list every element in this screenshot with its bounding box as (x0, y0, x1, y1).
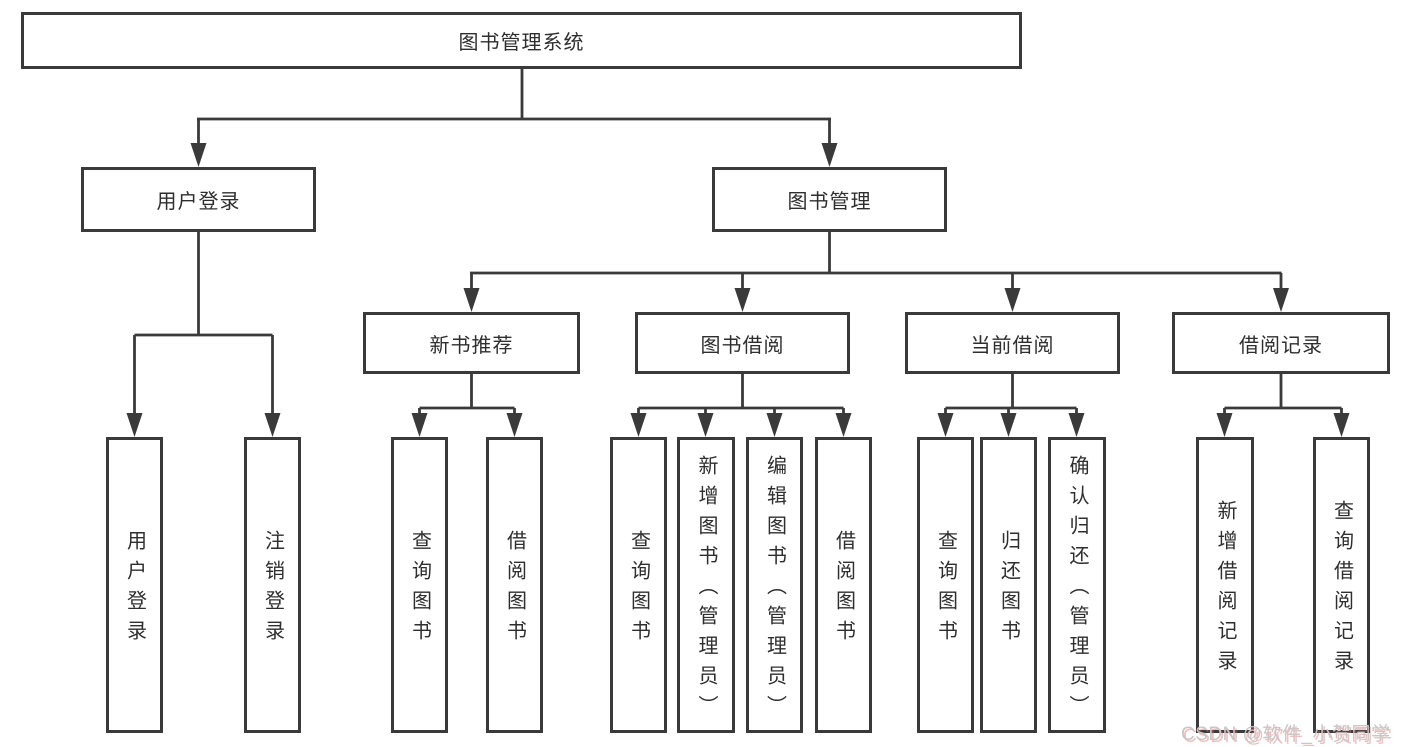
node-current-borrow: 当前借阅 (905, 312, 1120, 374)
leaf-borrow-add-books-admin: 新增图书（管理员） (677, 437, 735, 733)
node-label: 图书管理 (787, 191, 872, 213)
leaf-user-login: 用户登录 (106, 437, 163, 733)
leaf-records-add-borrow-record: 新增借阅记录 (1196, 437, 1254, 733)
node-user-login-group: 用户登录 (81, 167, 316, 232)
leaf-label: 用户登录 (123, 530, 146, 650)
node-label: 当前借阅 (970, 334, 1055, 357)
csdn-watermark: CSDN @软件_小贺同学 (1181, 724, 1391, 745)
leaf-label: 查询图书 (934, 530, 957, 650)
leaf-label: 归还图书 (997, 530, 1020, 650)
node-label: 新书推荐 (429, 334, 514, 357)
leaf-borrow-query-books: 查询图书 (610, 437, 667, 733)
leaf-label: 借阅图书 (832, 530, 855, 650)
node-label: 图书借阅 (700, 334, 785, 357)
leaf-label: 查询借阅记录 (1330, 500, 1353, 680)
node-new-book-recommend: 新书推荐 (363, 312, 580, 374)
node-book-management: 图书管理 (712, 167, 947, 232)
node-borrow-records: 借阅记录 (1172, 312, 1390, 374)
node-label: 借阅记录 (1239, 334, 1323, 357)
leaf-newbook-borrow-books: 借阅图书 (486, 437, 543, 733)
leaf-records-query-borrow-record: 查询借阅记录 (1313, 437, 1370, 733)
leaf-borrow-edit-books-admin: 编辑图书（管理员） (746, 437, 803, 733)
leaf-label: 确认归还（管理员） (1066, 455, 1088, 725)
leaf-label: 注销登录 (261, 530, 284, 650)
leaf-label: 查询图书 (408, 530, 431, 650)
leaf-borrow-borrow-books: 借阅图书 (815, 437, 872, 733)
leaf-logout: 注销登录 (244, 437, 301, 733)
arrowheads (126, 143, 1350, 437)
node-label: 用户登录 (156, 191, 241, 213)
leaf-label: 新增图书（管理员） (695, 455, 717, 725)
node-label: 图书管理系统 (458, 32, 585, 54)
leaf-current-confirm-return-admin: 确认归还（管理员） (1048, 437, 1106, 733)
leaf-current-query-books: 查询图书 (917, 437, 974, 733)
leaf-label: 编辑图书（管理员） (763, 455, 786, 725)
node-book-borrow: 图书借阅 (635, 312, 850, 374)
leaf-newbook-query-books: 查询图书 (391, 437, 448, 733)
leaf-label: 借阅图书 (503, 530, 526, 650)
leaf-label: 新增借阅记录 (1214, 500, 1236, 680)
leaf-label: 查询图书 (627, 530, 650, 650)
node-library-management-system: 图书管理系统 (21, 12, 1022, 69)
leaf-current-return-books: 归还图书 (980, 437, 1037, 733)
